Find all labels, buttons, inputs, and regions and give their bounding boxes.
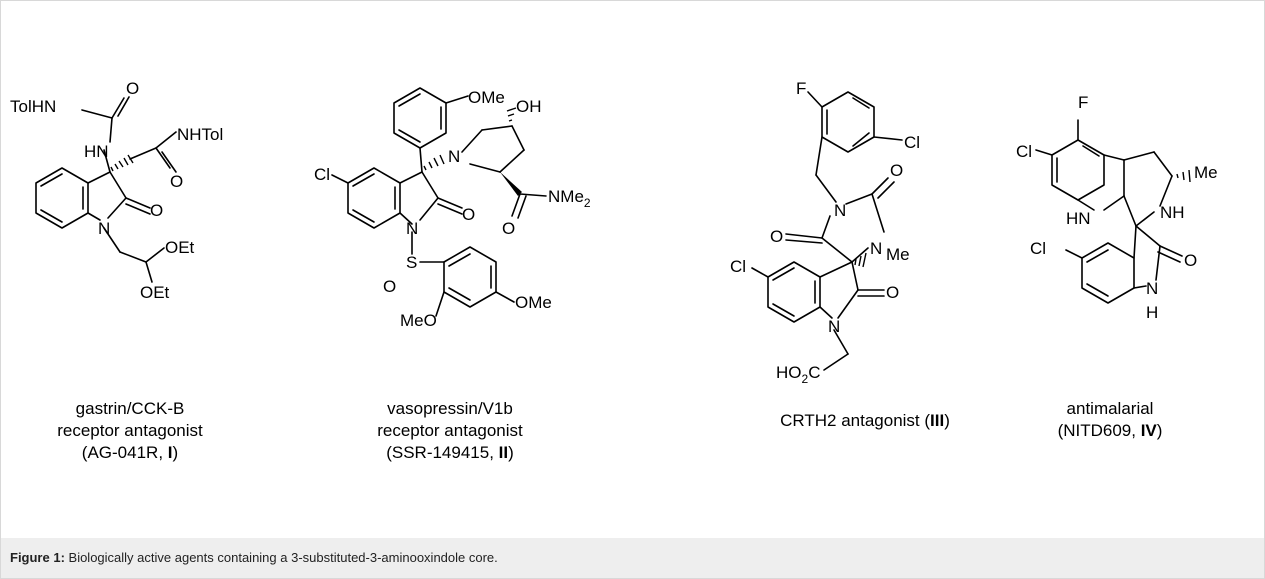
figure-caption-text: Biologically active agents containing a … bbox=[64, 550, 498, 565]
atom-label: NMe bbox=[548, 187, 584, 206]
atom-label: O bbox=[770, 227, 783, 246]
compound-caption-1: gastrin/CCK-B receptor antagonist (AG-04… bbox=[30, 398, 230, 464]
caption-line: CRTH2 antagonist (III) bbox=[745, 410, 985, 432]
atom-label: NHTol bbox=[177, 125, 223, 144]
caption-line: gastrin/CCK-B bbox=[75, 399, 185, 418]
atom-label: TolHN bbox=[10, 97, 56, 116]
atom-label: N bbox=[828, 317, 840, 336]
caption-text: ) bbox=[172, 443, 179, 462]
atom-label: N bbox=[406, 219, 418, 238]
compound-number: I bbox=[167, 443, 173, 462]
compound-caption-4: antimalarial (NITD609, IV) bbox=[1020, 398, 1200, 442]
atom-label: N bbox=[98, 219, 110, 238]
caption-line: receptor antagonist bbox=[57, 421, 203, 440]
atom-label: O bbox=[150, 201, 163, 220]
structure-compound-3: F Cl N O O N Me Cl O N HO2C bbox=[730, 79, 920, 386]
caption-text: ) bbox=[1156, 421, 1163, 440]
caption-line: antimalarial bbox=[1066, 399, 1154, 418]
compound-number: IV bbox=[1140, 421, 1157, 440]
atom-label: Cl bbox=[730, 257, 746, 276]
atom-label: N bbox=[1146, 279, 1158, 298]
caption-text: CRTH2 antagonist ( bbox=[780, 411, 931, 430]
atom-label: C bbox=[808, 363, 820, 382]
structure-compound-2: OH OMe N Cl O NMe2 O N S O OMe MeO bbox=[314, 87, 591, 330]
atom-label: HO2C bbox=[776, 363, 820, 386]
caption-line: vasopressin/V1b bbox=[387, 399, 513, 418]
figure-caption-bar: Figure 1: Biologically active agents con… bbox=[1, 538, 1264, 578]
caption-line: receptor antagonist bbox=[377, 421, 523, 440]
atom-label: OEt bbox=[140, 283, 170, 302]
atom-label: Cl bbox=[1016, 142, 1032, 161]
caption-text: (SSR-149415, bbox=[386, 443, 499, 462]
atom-label: F bbox=[1078, 93, 1088, 112]
atom-label: S bbox=[406, 253, 417, 272]
atom-label: HN bbox=[84, 142, 109, 161]
atom-label: HO bbox=[776, 363, 802, 382]
compound-number: II bbox=[498, 443, 509, 462]
compound-caption-2: vasopressin/V1b receptor antagonist (SSR… bbox=[350, 398, 550, 464]
atom-label: OMe bbox=[468, 88, 505, 107]
atom-label: OEt bbox=[165, 238, 195, 257]
atom-label: Cl bbox=[1030, 239, 1046, 258]
caption-line: (NITD609, IV) bbox=[1020, 420, 1200, 442]
atom-label: O bbox=[383, 277, 396, 296]
caption-line: (AG-041R, I) bbox=[30, 442, 230, 464]
atom-label: NMe2 bbox=[548, 187, 591, 210]
atom-label: N bbox=[448, 147, 460, 166]
compound-number: III bbox=[930, 411, 945, 430]
atom-label: Cl bbox=[314, 165, 330, 184]
atom-label: F bbox=[796, 79, 806, 98]
atom-label: Me bbox=[1194, 163, 1218, 182]
structure-compound-4: F Cl HN Me NH Cl O N H bbox=[1016, 93, 1218, 322]
caption-text: ) bbox=[944, 411, 950, 430]
atom-label: O bbox=[886, 283, 899, 302]
atom-label: O bbox=[126, 79, 139, 98]
atom-label: O bbox=[462, 205, 475, 224]
atom-label-subscript: 2 bbox=[584, 196, 591, 210]
structures-canvas: TolHN O HN NHTol O O N OEt OEt bbox=[10, 79, 1218, 386]
atom-label: O bbox=[890, 161, 903, 180]
atom-label: Me bbox=[886, 245, 910, 264]
atom-label-subscript: 2 bbox=[802, 372, 809, 386]
atom-label: Cl bbox=[904, 133, 920, 152]
figure-caption-label: Figure 1: bbox=[10, 550, 65, 565]
atom-label: HN bbox=[1066, 209, 1091, 228]
atom-label: OH bbox=[516, 97, 542, 116]
atom-label: N bbox=[834, 201, 846, 220]
caption-text: ) bbox=[508, 443, 514, 462]
atom-label: H bbox=[1146, 303, 1158, 322]
atom-label: N bbox=[870, 239, 882, 258]
atom-label: O bbox=[170, 172, 183, 191]
atom-label: O bbox=[1184, 251, 1197, 270]
atom-label: OMe bbox=[515, 293, 552, 312]
atom-label: O bbox=[502, 219, 515, 238]
caption-line: (SSR-149415, II) bbox=[350, 442, 550, 464]
figure-caption: Figure 1: Biologically active agents con… bbox=[10, 550, 498, 565]
structure-compound-1: TolHN O HN NHTol O O N OEt OEt bbox=[10, 79, 223, 302]
compound-caption-3: CRTH2 antagonist (III) bbox=[745, 410, 985, 432]
atom-label: NH bbox=[1160, 203, 1185, 222]
caption-text: (AG-041R, bbox=[81, 443, 168, 462]
caption-text: (NITD609, bbox=[1057, 421, 1141, 440]
atom-label: MeO bbox=[400, 311, 437, 330]
